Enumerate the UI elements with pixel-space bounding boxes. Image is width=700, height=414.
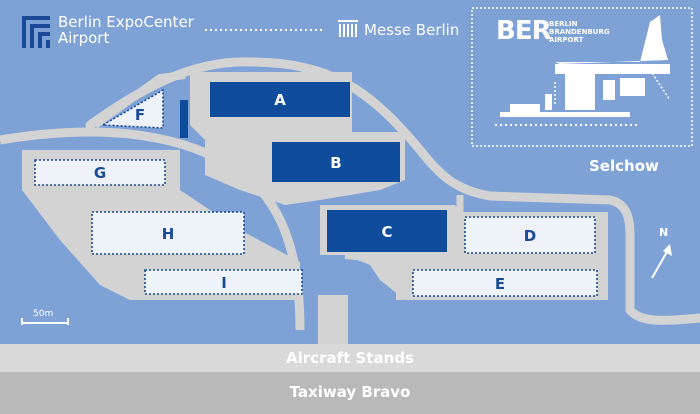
apron-connector	[318, 295, 348, 345]
scale-label: 50m	[33, 309, 54, 319]
loop-road-f	[92, 71, 186, 129]
ber-logo-subtitle: BERLIN BRANDENBURG AIRPORT	[549, 20, 610, 44]
hall-d-label: D	[524, 227, 536, 245]
expocenter-title-line1: Berlin ExpoCenter	[58, 13, 194, 31]
lower-east-road	[344, 251, 404, 300]
hall-a-label: A	[274, 91, 286, 109]
ber-line2: BRANDENBURG	[549, 28, 610, 36]
parking-marker	[180, 100, 188, 138]
taxiway-label: Taxiway Bravo	[289, 383, 411, 401]
hall-g[interactable]: G	[34, 159, 166, 186]
hall-b[interactable]: B	[272, 142, 400, 182]
hall-i[interactable]: I	[144, 269, 303, 295]
hall-c-label: C	[381, 223, 392, 241]
expocenter-title-line2: Airport	[58, 29, 110, 47]
north-arrow-icon	[651, 244, 672, 279]
hall-b-label: B	[330, 154, 341, 172]
north-label: N	[659, 226, 669, 239]
ber-line3: AIRPORT	[549, 36, 584, 44]
hall-a[interactable]: A	[210, 82, 350, 117]
ber-logo: BER	[496, 16, 552, 46]
hall-f-label: F	[135, 106, 145, 124]
ber-inset-frame	[471, 7, 693, 147]
perimeter-road-outer	[85, 57, 700, 325]
hall-e-label: E	[495, 275, 505, 293]
hall-f[interactable]: F	[100, 88, 164, 129]
expocenter-logo-icon	[22, 16, 50, 48]
taxiway-band: Taxiway Bravo	[0, 372, 700, 414]
hall-i-label: I	[221, 274, 227, 292]
hall-h[interactable]: H	[91, 211, 245, 255]
hall-c[interactable]: C	[327, 210, 447, 252]
hall-h-label: H	[162, 225, 175, 243]
hall-d[interactable]: D	[464, 216, 596, 254]
messe-logo-icon	[338, 20, 358, 37]
expocenter-title: Berlin ExpoCenter Airport	[58, 14, 194, 46]
aircraft-stands-label: Aircraft Stands	[286, 349, 414, 367]
ber-airport-schematic-icon	[495, 15, 671, 126]
hall-e[interactable]: E	[412, 269, 598, 297]
aircraft-stands-band: Aircraft Stands	[0, 344, 700, 372]
scale-bar	[21, 318, 69, 325]
messe-title: Messe Berlin	[364, 21, 460, 39]
place-label-selchow: Selchow	[589, 157, 659, 175]
hall-g-label: G	[94, 164, 106, 182]
ber-line1: BERLIN	[549, 20, 578, 28]
